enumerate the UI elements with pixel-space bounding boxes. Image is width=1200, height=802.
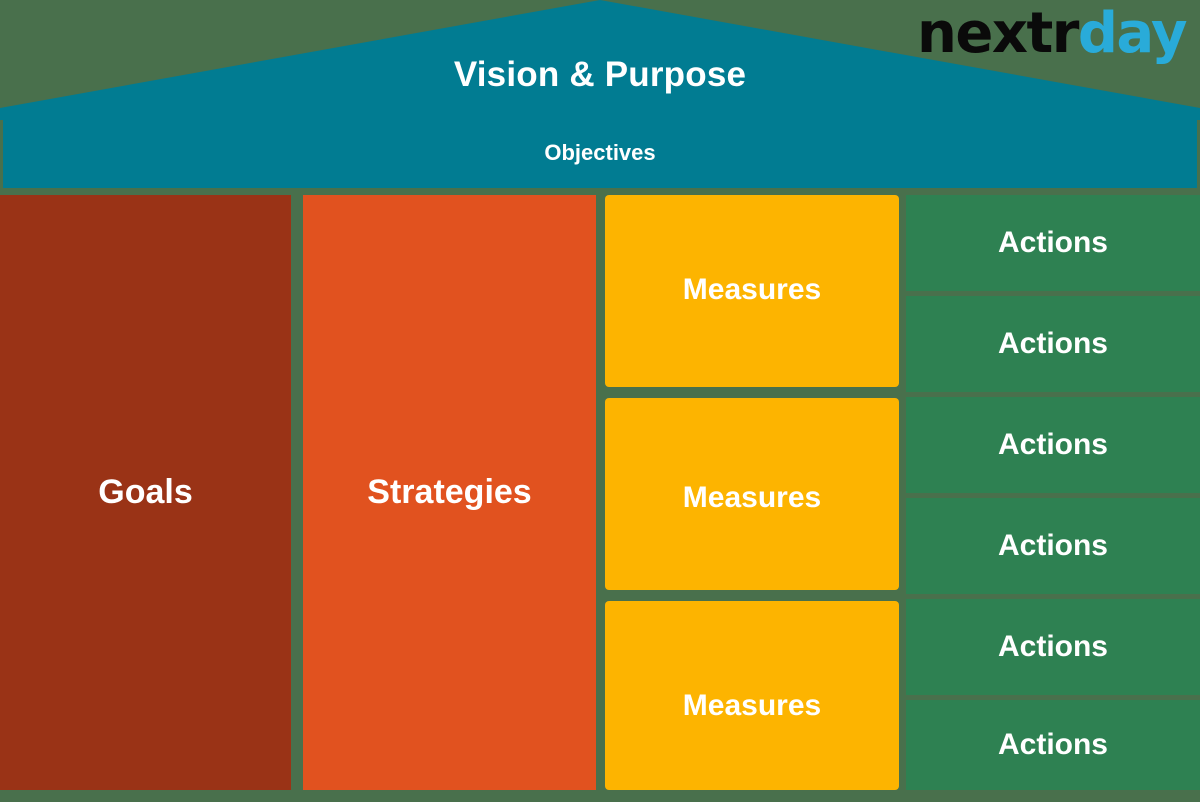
logo-text-accent: day (1077, 1, 1188, 66)
measures-label: Measures (682, 273, 822, 306)
strategies-column: Strategies (303, 195, 596, 790)
actions-label: Actions (997, 728, 1108, 761)
actions-row: Actions (906, 397, 1200, 493)
strategies-label: Strategies (367, 473, 532, 511)
actions-row: Actions (906, 599, 1200, 695)
roof-shape (0, 0, 1200, 120)
measures-box: Measures (605, 195, 899, 387)
objectives-label: Objectives (544, 140, 656, 165)
actions-label: Actions (997, 226, 1108, 259)
measures-label: Measures (682, 481, 822, 514)
actions-label: Actions (997, 428, 1108, 461)
actions-column: Actions Actions Actions Actions Actions … (906, 195, 1200, 790)
measures-column: Measures Measures Measures (605, 195, 899, 790)
goals-label: Goals (98, 473, 193, 511)
actions-label: Actions (997, 630, 1108, 663)
actions-row: Actions (906, 195, 1200, 291)
nextrday-logo: nextrday (917, 6, 1188, 62)
actions-row: Actions (906, 498, 1200, 594)
actions-label: Actions (997, 529, 1108, 562)
measures-label: Measures (682, 689, 822, 722)
measures-box: Measures (605, 398, 899, 590)
measures-box: Measures (605, 601, 899, 790)
roof-triangle-icon (0, 0, 1200, 120)
goals-column: Goals (0, 195, 291, 790)
house-body: Goals Strategies Measures Measures Measu… (0, 195, 1200, 790)
logo-text-primary: nextr (916, 1, 1079, 66)
actions-label: Actions (997, 327, 1108, 360)
objectives-bar: Objectives (3, 118, 1197, 188)
actions-row: Actions (906, 700, 1200, 790)
actions-row: Actions (906, 296, 1200, 392)
